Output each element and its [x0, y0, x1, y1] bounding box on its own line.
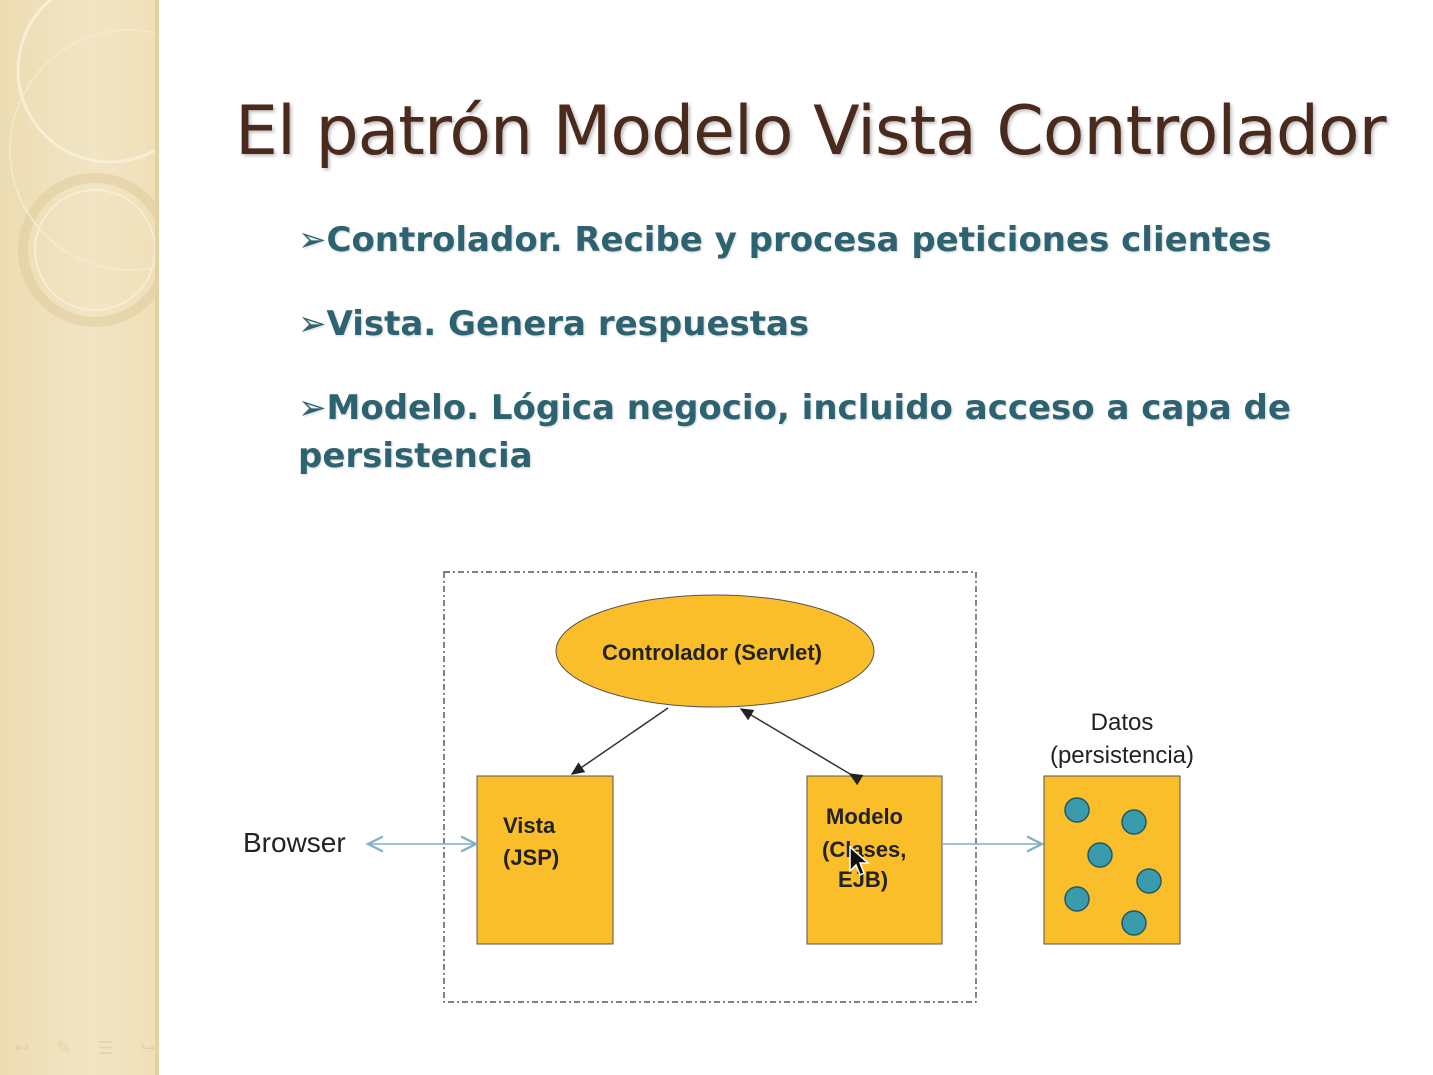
slideshow-controls: ↩ ✎ ☰ ↪	[10, 1037, 156, 1059]
bullet-arrow-icon: ➢	[298, 388, 327, 428]
bullet-arrow-icon: ➢	[298, 220, 327, 260]
decorative-circles	[9, 0, 155, 327]
pen-icon[interactable]: ✎	[56, 1037, 72, 1059]
arrow-controller-to-view	[570, 707, 669, 775]
mouse-cursor-icon	[849, 845, 870, 877]
bullet-modelo: ➢Modelo. Lógica negocio, incluido acceso…	[298, 384, 1298, 480]
bullet-vista: ➢Vista. Genera respuestas	[298, 300, 1298, 348]
bullet-text: Modelo. Lógica negocio, incluido acceso …	[298, 388, 1291, 476]
bullet-controlador: ➢Controlador. Recibe y procesa peticione…	[298, 216, 1298, 264]
data-dots	[1064, 797, 1162, 936]
data-label-line2: (persistencia)	[1050, 742, 1194, 769]
controller-label: Controlador (Servlet)	[602, 640, 822, 665]
view-label-line1: Vista	[503, 813, 556, 838]
undo-arrow-icon[interactable]: ↩	[14, 1037, 30, 1059]
data-label-line1: Datos	[1091, 709, 1154, 736]
model-label-line1: Modelo	[826, 804, 903, 829]
menu-icon[interactable]: ☰	[97, 1037, 115, 1059]
view-label-line2: (JSP)	[503, 845, 559, 870]
bullet-text: Controlador. Recibe y procesa peticiones…	[326, 220, 1272, 260]
view-box	[476, 775, 614, 945]
slide-sidebar-decoration: ↩ ✎ ☰ ↪	[0, 0, 159, 1075]
bullet-list: ➢Controlador. Recibe y procesa peticione…	[298, 216, 1298, 516]
data-store-box	[1043, 775, 1181, 945]
bullet-arrow-icon: ➢	[298, 304, 327, 344]
arrow-controller-model	[739, 708, 864, 786]
redo-arrow-icon[interactable]: ↪	[140, 1037, 156, 1059]
browser-label: Browser	[243, 827, 346, 858]
model-label-line2: (Clases,	[822, 837, 906, 862]
model-box	[806, 775, 943, 945]
container-boundary	[443, 571, 977, 1003]
bullet-text: Vista. Genera respuestas	[326, 304, 810, 344]
slide-title: El patrón Modelo Vista Controlador	[235, 92, 1387, 171]
controller-ellipse	[555, 594, 875, 708]
